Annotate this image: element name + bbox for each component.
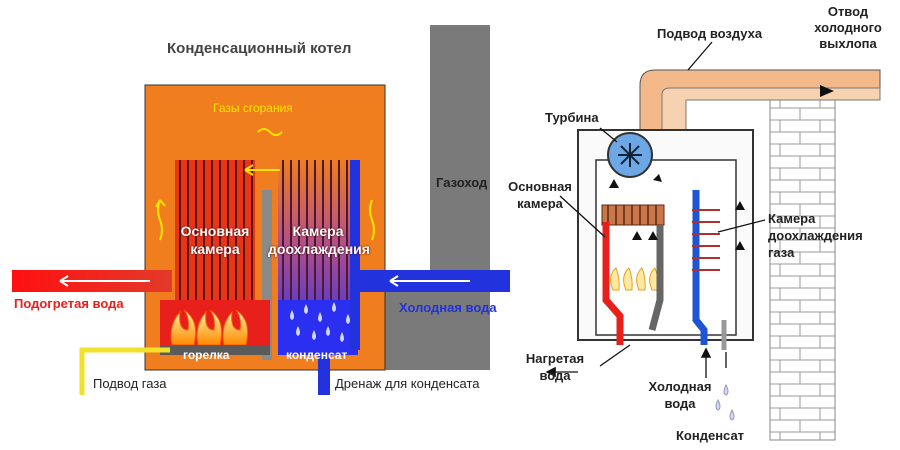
right-diagram [545, 41, 881, 441]
right-burner-flames [610, 267, 659, 291]
condensate-label: конденсат [286, 348, 348, 362]
leader-lines [559, 41, 766, 368]
post-cooling-coil [692, 209, 720, 271]
right-post-cooling-label: Камера доохлаждения газа [768, 210, 863, 261]
burner-bar [160, 345, 270, 355]
condensate-drain-pipe [318, 355, 330, 395]
right-hot-water-pipe [602, 222, 624, 345]
right-airflow-arrows [609, 85, 834, 250]
right-heated-water-line1: Нагретая [525, 351, 585, 366]
combustion-gases-label: Газы сгорания [213, 101, 293, 115]
right-post-cooling-line1: Камера [768, 211, 816, 226]
flue-connector [378, 290, 490, 370]
exhaust-label-line3: выхлопа [819, 36, 877, 51]
left-title: Конденсационный котел [167, 40, 352, 57]
condensate-drain-label: Дренаж для конденсата [335, 376, 480, 391]
right-main-chamber-line2: камера [517, 196, 563, 211]
right-cold-water-line1: Холодная [648, 379, 712, 394]
right-main-exchanger [601, 204, 665, 226]
post-cooling-chamber-label: Камера доохлаждения [268, 222, 370, 258]
heated-water-label: Подогретая вода [14, 296, 124, 311]
burner-label: горелка [183, 348, 230, 362]
main-chamber-label-line1: Основная [180, 223, 250, 239]
chamber-divider [262, 190, 272, 360]
inner-chamber [595, 159, 737, 336]
turbine-label: Турбина [545, 110, 599, 125]
right-main-chamber-line1: Основная [508, 179, 572, 194]
right-main-chamber-label: Основная камера [500, 178, 580, 212]
right-condensate-drops [715, 383, 735, 421]
main-chamber-label: Основная камера [170, 222, 260, 258]
exhaust-label: Отвод холодного выхлопа [800, 4, 896, 52]
flames [170, 309, 249, 346]
cold-water-label: Холодная вода [399, 300, 497, 315]
exhaust-label-line2: холодного [814, 20, 882, 35]
post-cooling-label-line2: доохлаждения [268, 241, 370, 257]
gas-supply-label: Подвод газа [93, 376, 167, 391]
exhaust-label-line1: Отвод [827, 4, 869, 19]
right-post-cooling-line2: доохлаждения [768, 228, 863, 243]
right-heated-water-line2: вода [539, 368, 571, 383]
air-supply-label: Подвод воздуха [657, 26, 763, 41]
main-chamber-fins [175, 160, 255, 300]
right-post-cooling-line3: газа [768, 245, 795, 260]
right-post-cooling-pipe [692, 190, 708, 345]
flue-label: Газоход [436, 175, 488, 190]
turbine-icon [618, 143, 642, 167]
condensate-zone [278, 300, 358, 355]
condensate-drops [290, 302, 350, 342]
gas-supply-pipe [79, 347, 170, 395]
right-cold-water-label: Холодная вода [640, 378, 720, 412]
cold-water-riser [350, 160, 360, 350]
right-heated-water-label: Нагретая вода [515, 350, 595, 384]
brick-wall [769, 99, 836, 441]
right-cold-water-line2: вода [664, 396, 696, 411]
pipe-arrows [59, 275, 470, 287]
post-cooling-label-line1: Камера [292, 223, 344, 239]
main-chamber-label-line2: камера [190, 241, 240, 257]
left-diagram [12, 25, 510, 395]
right-condensate-label: Конденсат [676, 428, 745, 443]
right-return-pipe [648, 225, 664, 331]
flow-arrows [155, 128, 375, 241]
